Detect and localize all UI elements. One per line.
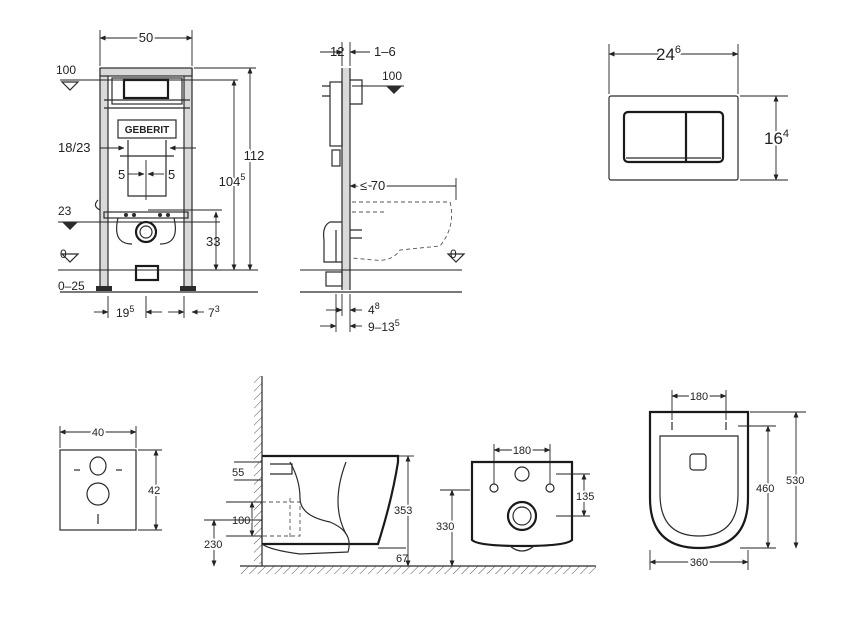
frame-brand-label: GEBERIT [125, 125, 169, 136]
dim-top-inner-length: 460 [756, 483, 774, 495]
dim-side-base-range-group: 9–135 [368, 318, 400, 334]
floor-range-front: 0–25 [58, 279, 85, 293]
dim-toilet-outlet-floor: 230 [204, 539, 222, 551]
dim-side-top-adjust: 1–6 [374, 44, 396, 59]
dim-rear-outlet-floor: 330 [436, 521, 454, 533]
dim-template-width: 40 [92, 427, 104, 439]
dim-pipe-width: 18/23 [58, 140, 91, 155]
dim-plate-width-group: 246 [656, 44, 681, 64]
dim-plate-height: 16 [764, 129, 783, 148]
dim-top-seat-bolts: 180 [690, 391, 708, 403]
dim-frame-width: 50 [139, 30, 153, 45]
dim-leg-inset: 19 [116, 306, 130, 320]
dim-half-right: 5 [168, 167, 175, 182]
toilet-side-view: 55 100 230 353 67 [202, 376, 596, 574]
dim-frame-height-inner: 104 [219, 174, 241, 189]
dim-toilet-inlet-height: 55 [232, 467, 244, 479]
dim-drain-height: 33 [206, 234, 220, 249]
dim-top-total-length: 530 [786, 475, 804, 487]
dim-leg-outer-group: 73 [208, 304, 220, 320]
dim-rear-bolt-spacing: 180 [513, 445, 531, 457]
toilet-rear-view: 180 135 330 [434, 443, 596, 567]
dim-template-height: 42 [148, 485, 160, 497]
level-top-side: 100 [382, 69, 402, 83]
frame-front-view: GEBERIT 50 100 112 [56, 28, 266, 320]
dim-frame-height-inner-group: 1045 [219, 172, 246, 189]
wall-template-view: 40 42 [59, 425, 162, 531]
dim-plate-width: 24 [656, 45, 675, 64]
dim-leg-outer: 7 [208, 306, 215, 320]
dim-plate-height-sup: 4 [783, 128, 789, 140]
dim-side-base-offset-sup: 8 [375, 301, 380, 311]
dim-frame-height-total: 112 [244, 148, 265, 163]
level-floor-side: 0 [450, 247, 457, 261]
toilet-top-view: 180 460 530 360 [648, 389, 806, 571]
level-pipe-front: 23 [58, 204, 72, 218]
dim-side-top-depth: 12 [330, 44, 344, 59]
flush-plate-view: 246 164 [608, 42, 791, 181]
dim-toilet-outlet-height: 100 [232, 515, 250, 527]
level-top-front: 100 [56, 63, 76, 77]
dim-top-width: 360 [690, 557, 708, 569]
dim-toilet-foot-depth: 67 [396, 553, 408, 565]
dim-rear-bolt-height: 135 [576, 491, 594, 503]
dim-frame-height-inner-sup: 5 [240, 172, 245, 182]
dim-leg-outer-sup: 3 [215, 304, 220, 314]
dim-bowl-projection: ≤ 70 [360, 178, 385, 193]
dim-half-left: 5 [118, 167, 125, 182]
dim-side-base-offset-group: 48 [368, 301, 380, 317]
dim-toilet-bowl-height: 353 [394, 505, 412, 517]
dim-side-base-range: 9–13 [368, 320, 395, 334]
dim-plate-height-group: 164 [764, 128, 789, 148]
dim-plate-width-sup: 6 [675, 44, 681, 56]
dim-side-base-offset: 4 [368, 303, 375, 317]
level-floor-front: 0 [60, 247, 67, 261]
dim-leg-inset-group: 195 [116, 304, 134, 320]
dim-side-base-range-sup: 5 [395, 318, 400, 328]
dim-leg-inset-sup: 5 [129, 304, 134, 314]
frame-side-view: 12 1–6 100 ≤ 70 0 48 9–135 [300, 42, 466, 334]
